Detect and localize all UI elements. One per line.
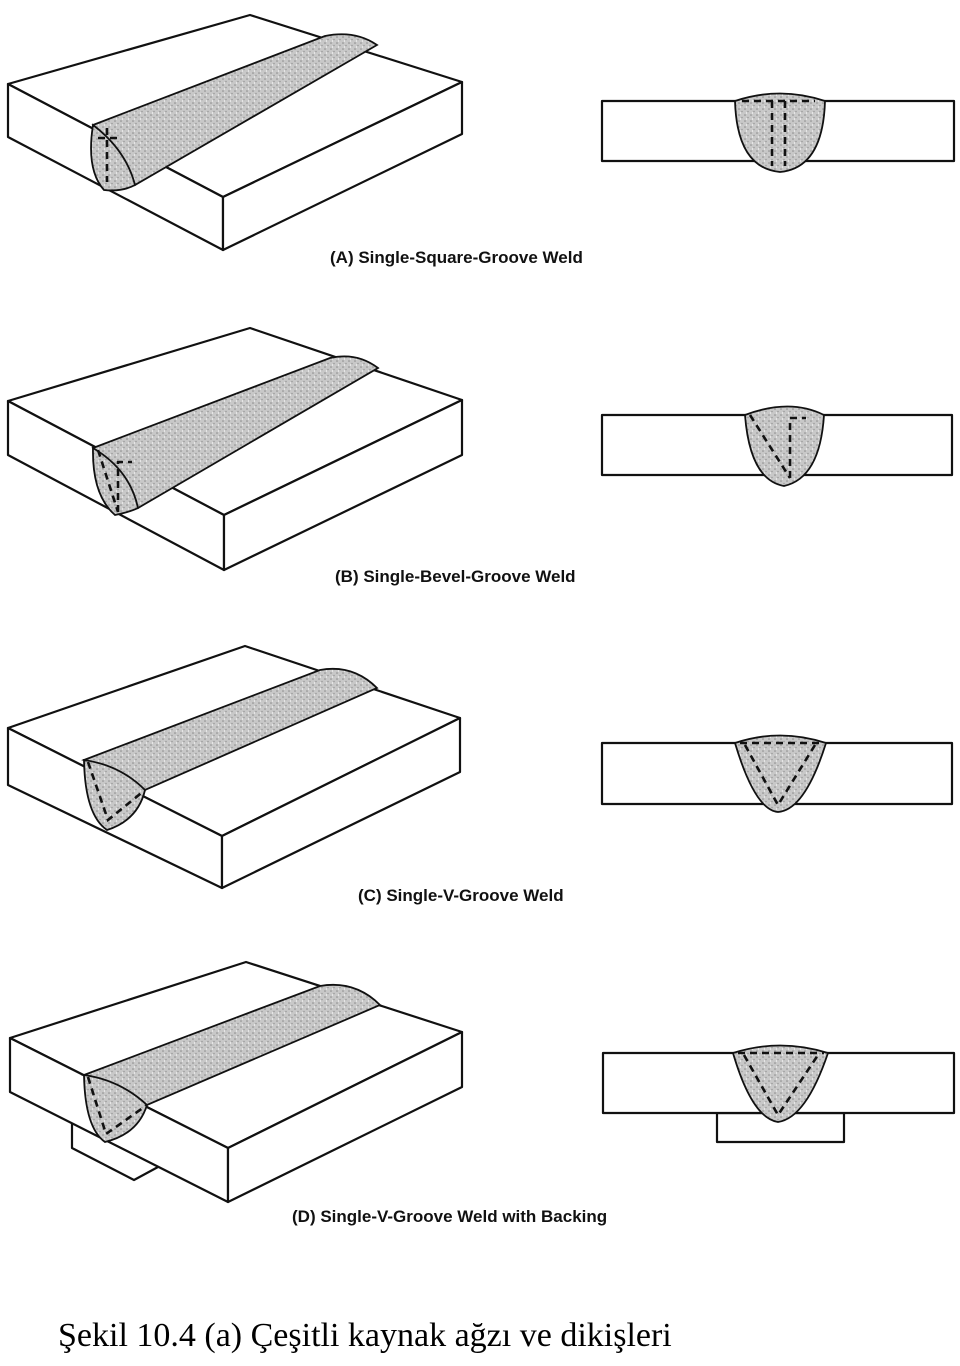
panel-c: (C) Single-V-Groove Weld: [6, 644, 954, 905]
panel-a-cross-section: [600, 92, 956, 173]
panel-b-weld-bead-3d: [91, 355, 380, 516]
panel-c-label: (C) Single-V-Groove Weld: [358, 886, 564, 905]
panel-d: (D) Single-V-Groove Weld with Backing: [8, 960, 956, 1226]
panel-d-cross-section: [601, 1044, 956, 1144]
panel-b-label: (B) Single-Bevel-Groove Weld: [335, 567, 576, 586]
panel-c-weld-bead-3d: [81, 667, 379, 831]
panel-a-plate-3d: [6, 13, 464, 252]
panel-a-weld-bead-3d: [90, 33, 379, 192]
panel-d-label: (D) Single-V-Groove Weld with Backing: [292, 1207, 607, 1226]
panel-d-weld-bead-3d: [80, 983, 382, 1143]
panel-c-cross-section: [600, 734, 954, 813]
panel-d-plate-3d: [8, 960, 464, 1204]
panel-a: (A) Single-Square-Groove Weld: [6, 13, 956, 267]
panel-b-cross-section: [600, 405, 954, 487]
panel-b: (B) Single-Bevel-Groove Weld: [6, 326, 954, 586]
panel-a-label: (A) Single-Square-Groove Weld: [330, 248, 583, 267]
figure-caption: Şekil 10.4 (a) Çeşitli kaynak ağzı ve di…: [58, 1317, 672, 1354]
panel-c-plate-3d: [6, 644, 462, 890]
